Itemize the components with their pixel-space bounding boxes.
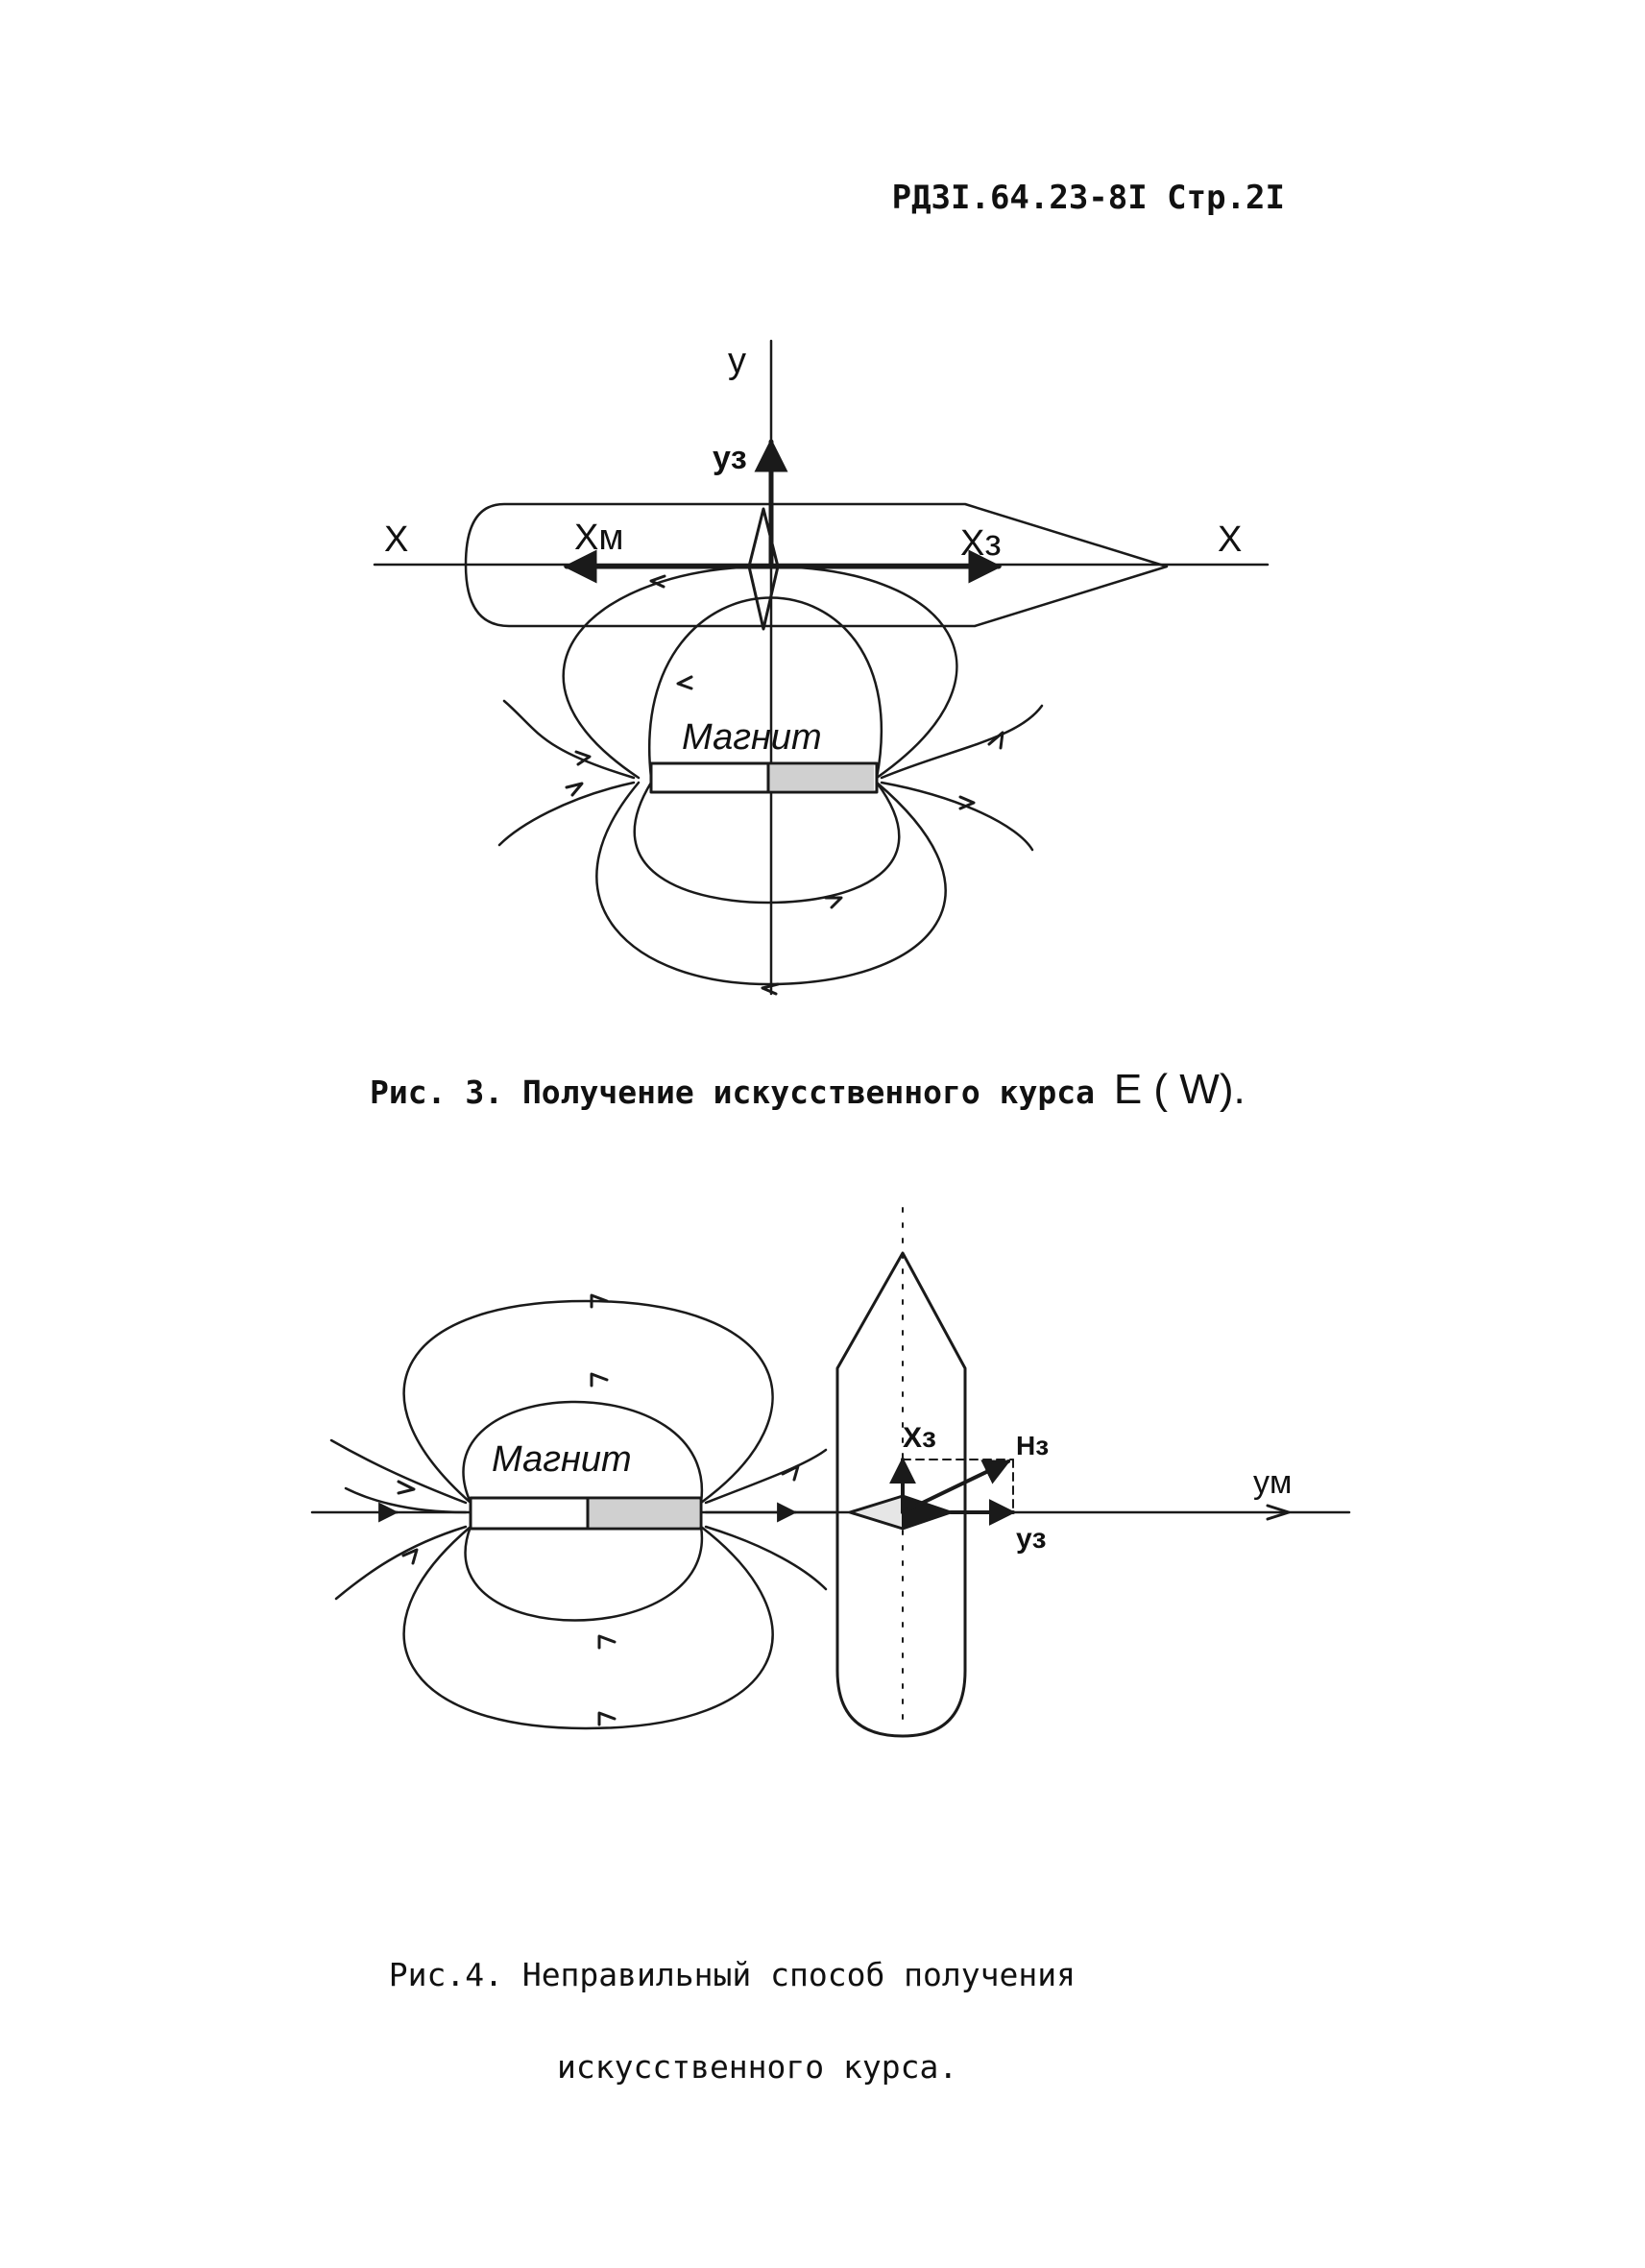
label-ym: yм	[1253, 1464, 1292, 1501]
label-x-left: X	[384, 519, 408, 560]
label-x-right: X	[1218, 519, 1242, 560]
figure-3-caption-course: E ( W).	[1113, 1066, 1246, 1113]
label-y: y	[728, 341, 746, 381]
label-hz: Hз	[1016, 1431, 1049, 1460]
label-xz-fig4: Xз	[903, 1422, 936, 1454]
magnet-shaded-pole	[768, 765, 874, 790]
label-magnet-fig4: Магнит	[492, 1439, 632, 1480]
figure-3-caption: Рис. 3. Получение искусственного курса E…	[370, 1066, 1246, 1114]
label-yz: yз	[713, 440, 747, 476]
figure-4-caption-line1: Рис.4. Неправильный способ получения	[388, 1956, 1076, 1993]
label-magnet: Магнит	[682, 717, 822, 758]
figure-4-caption: Рис.4. Неправильный способ получения иск…	[351, 1906, 1076, 2136]
ship-outline	[464, 502, 1169, 628]
figure-3: y X X yз Xм Xз Магнит	[373, 339, 1270, 996]
figure-3-caption-text: Рис. 3. Получение искусственного курса	[370, 1074, 1114, 1111]
page-header: РДЗI.64.23-8I Стр.2I	[891, 179, 1285, 217]
ship-outline-vertical	[835, 1251, 967, 1738]
figure-4: Магнит Xз Hз yм yз	[310, 1207, 1351, 1738]
label-xz: Xз	[960, 523, 1002, 564]
label-yz-fig4: yз	[1016, 1523, 1047, 1555]
label-xm: Xм	[574, 518, 623, 558]
figure-4-caption-line2: искусственного курса.	[557, 2048, 958, 2086]
